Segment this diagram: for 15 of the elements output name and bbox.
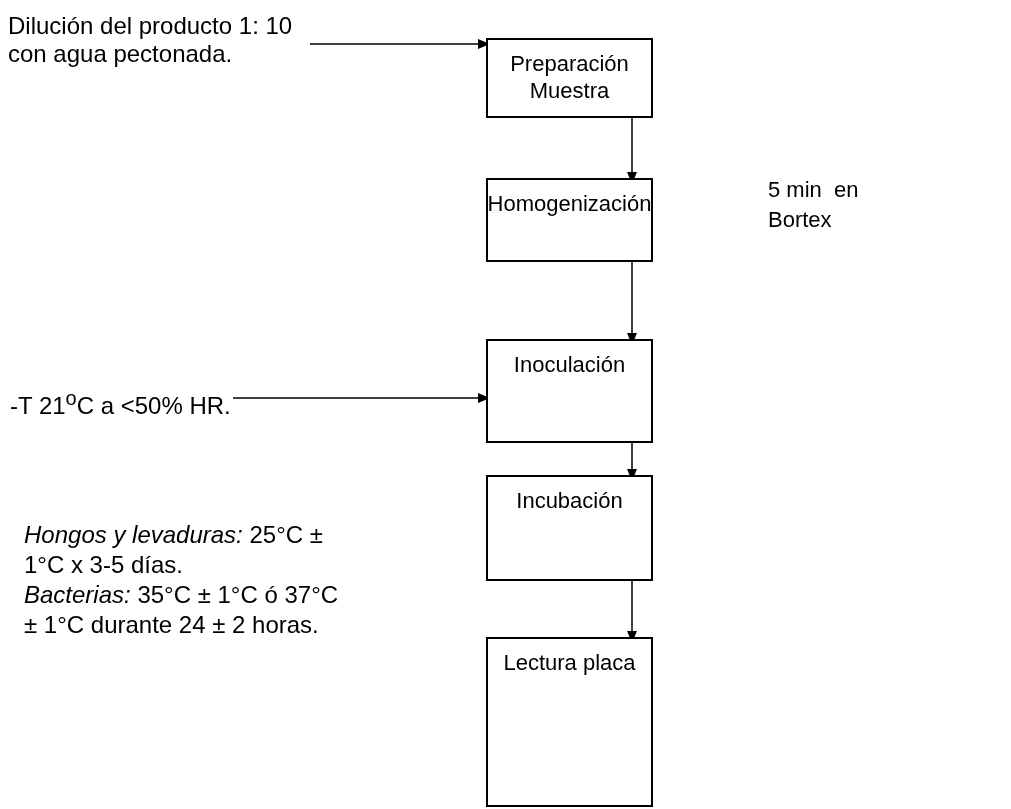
step-label: Lectura placa <box>503 649 636 676</box>
process-box <box>486 339 653 443</box>
step-note: Hongos y levaduras: 25°C ± 1°C x 3-5 días. <box>24 520 324 580</box>
step-label: Inoculación <box>513 351 626 378</box>
note-text: Dilución del producto 1: 10 con agua pectonada. <box>8 12 294 68</box>
note-text: -T 21$^{o}$C a <50% HR. <box>10 386 231 420</box>
step-label: Incubación <box>516 487 623 514</box>
note-text: 5 min en Bortex <box>768 176 860 234</box>
process-box <box>486 637 653 807</box>
process-box <box>486 38 653 118</box>
process-box <box>486 475 653 581</box>
step-note: Bacterias: 35°C ± 1°C ó 37°C ± 1°C durante 24 ± 2 horas. <box>24 580 340 640</box>
step-label: Homogenización <box>487 190 652 217</box>
process-box <box>486 178 653 262</box>
step-label: Preparación Muestra <box>509 50 630 104</box>
